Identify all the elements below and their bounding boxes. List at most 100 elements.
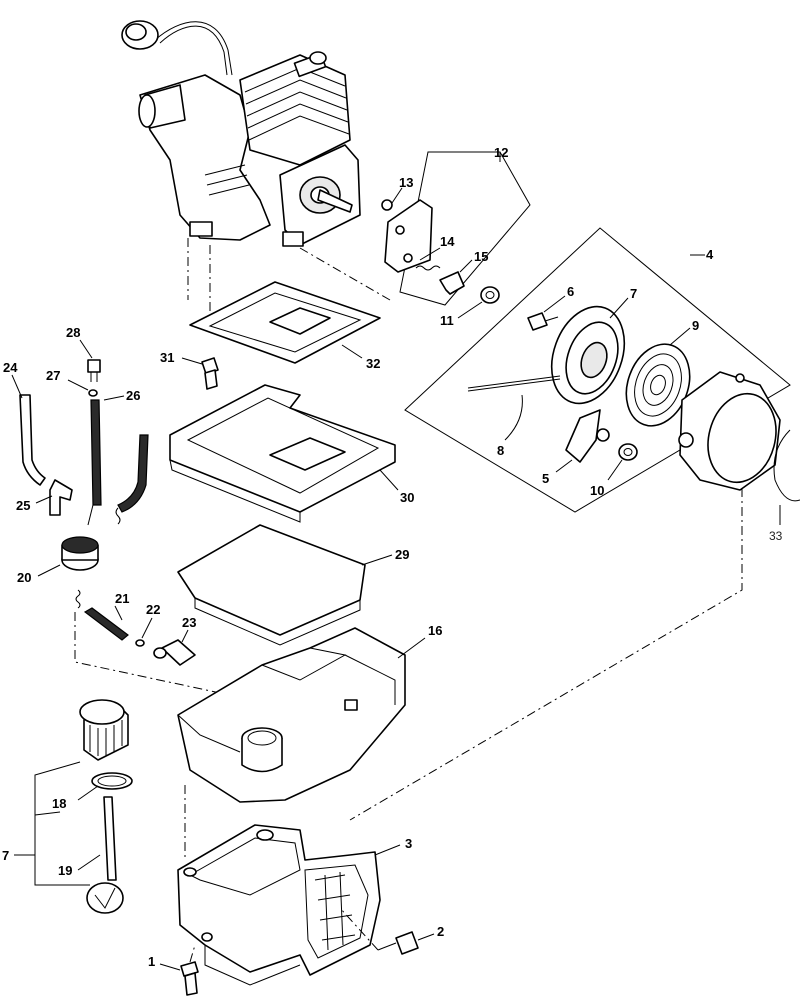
fin-4 [247, 103, 349, 129]
tank-neck-wall [241, 738, 283, 773]
label-15: 15 [474, 249, 488, 264]
spark-plug-cap-top [125, 23, 147, 41]
part-3-lower-frame [177, 824, 381, 986]
ignition-wire [154, 21, 233, 76]
label-2: 2 [437, 924, 444, 939]
label-9: 9 [692, 318, 699, 333]
leader-31 [181, 357, 203, 365]
part-15-clip [439, 271, 465, 295]
fin-2 [245, 79, 347, 105]
align-line-c [299, 247, 391, 301]
part-27-washer [88, 389, 98, 397]
ignition-module [384, 199, 433, 273]
leader-1 [159, 963, 181, 971]
part-21-line [83, 607, 129, 641]
bolt-1-shank [184, 972, 198, 996]
gasket-window [269, 307, 331, 335]
part-9-spring [625, 343, 691, 427]
label-4: 4 [706, 247, 714, 262]
tank-side-ridge [344, 654, 396, 705]
label-25: 25 [16, 498, 30, 513]
leader-16 [397, 637, 426, 659]
leader-2 [417, 933, 435, 941]
align-line-starter [349, 488, 743, 821]
fin-3 [246, 91, 348, 117]
frame-ribs-v [324, 871, 344, 951]
leader-11 [457, 301, 483, 319]
label-21: 21 [115, 591, 129, 606]
label-10: 10 [590, 483, 604, 498]
label-19: 19 [58, 863, 72, 878]
label-16: 16 [428, 623, 442, 638]
part-10-bushing [618, 443, 638, 461]
nut-hole [485, 291, 495, 299]
part-13-washer [381, 199, 393, 211]
leader-29 [361, 554, 393, 566]
label-1: 1 [148, 954, 155, 969]
leader-5 [555, 459, 573, 473]
part-1-bolt-head [180, 961, 199, 977]
ignition-wire-inner [159, 25, 228, 76]
leader-10 [607, 459, 623, 481]
label-3: 3 [405, 836, 412, 851]
screw-28-shank [90, 372, 98, 382]
part-6-screw-head [527, 312, 548, 331]
part-26-tube [90, 399, 102, 506]
leader-6 [543, 295, 566, 313]
leader-25 [35, 495, 53, 504]
leader-14 [419, 247, 441, 261]
label-28: 28 [66, 325, 80, 340]
engine-assembly [121, 20, 361, 247]
label-11: 11 [440, 313, 454, 328]
frame-boss-left [183, 867, 197, 877]
spring-coil-3 [650, 374, 666, 396]
leader-18 [77, 785, 99, 801]
part-28-screw [87, 359, 101, 373]
bushing-hole [623, 448, 633, 456]
spring-coil-1 [634, 353, 682, 417]
gasket-18-inner [97, 775, 127, 787]
leader-28 [79, 339, 93, 359]
group-4-bracket [404, 227, 791, 513]
part-8-rope-a [467, 375, 561, 389]
leader-27 [67, 379, 89, 391]
leader-13 [391, 187, 403, 204]
leader-7 [609, 297, 629, 319]
return-line-spring [115, 507, 121, 525]
plate-inner-edge [186, 397, 380, 494]
label-33: 33 [769, 529, 783, 543]
frame-top-face [188, 837, 301, 896]
strap-ring-check [94, 887, 116, 909]
leader-21 [114, 605, 123, 621]
group-7-tick [34, 811, 61, 816]
leader-20 [37, 564, 61, 577]
label-6: 6 [567, 284, 574, 299]
leader-19 [77, 854, 101, 871]
housing-boss [678, 432, 694, 448]
part-16-fuel-tank [177, 627, 406, 803]
label-30: 30 [400, 490, 414, 505]
leader-30 [379, 469, 399, 491]
tank-body [177, 627, 406, 803]
handle-knob [596, 428, 610, 442]
spring-coil-2 [642, 364, 674, 406]
mount-tab-left [189, 221, 213, 237]
mount-tab-right [282, 231, 304, 247]
part-29-foam-pad [177, 524, 366, 636]
starter-housing-cup [707, 392, 777, 484]
pad-thickness [194, 598, 361, 646]
filter-nipple [153, 647, 167, 659]
frame-base-edge [204, 945, 301, 986]
fuel-cap-grip [89, 720, 123, 756]
plate-window [269, 437, 346, 471]
label-12: 12 [494, 145, 508, 160]
label-22: 22 [146, 602, 160, 617]
frame-boss-bottom [201, 932, 213, 942]
leader-3 [374, 844, 401, 856]
part-25-elbow [49, 479, 73, 516]
frame-boss-top [256, 829, 274, 841]
label-32: 32 [366, 356, 380, 371]
label-26: 26 [126, 388, 140, 403]
